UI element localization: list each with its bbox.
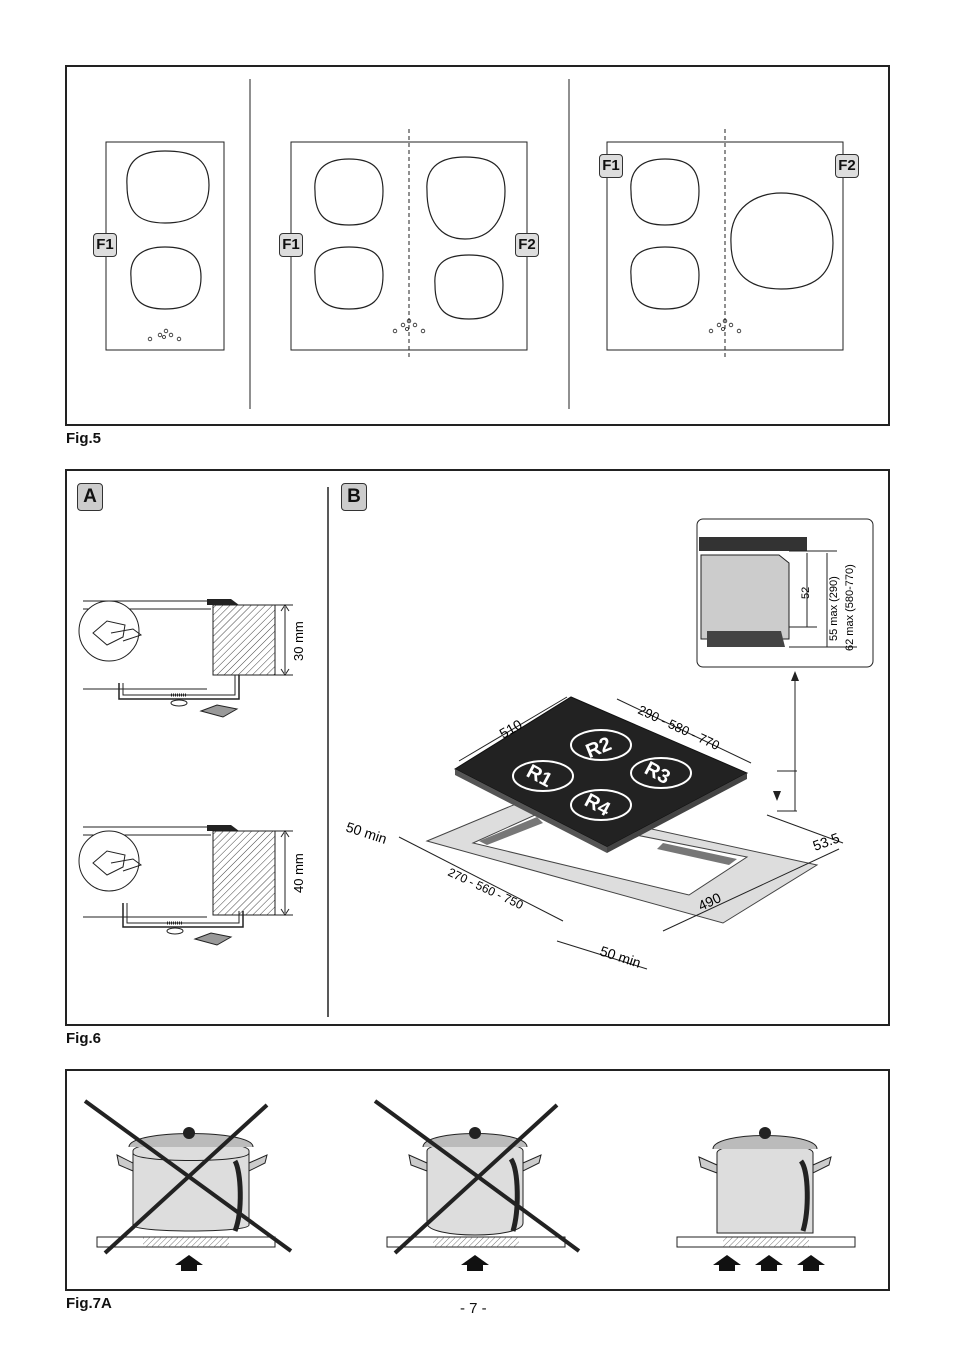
fig5-frame: F1 F1 F2 F1 F2 <box>65 65 890 426</box>
dim-cutout-width: 270 - 560 - 750 <box>446 865 526 912</box>
fig6-frame: 30 mm 40 mm <box>65 469 890 1026</box>
dim-40mm: 40 mm <box>291 853 306 893</box>
fig5-caption: Fig.5 <box>66 430 102 447</box>
panel-a-lower-detail <box>78 825 293 946</box>
f2-label-hob3: F2 <box>835 154 859 178</box>
f1-label-hob2: F1 <box>279 233 303 257</box>
hob-three-zones <box>606 129 844 357</box>
fig7a-drawing <box>83 1099 856 1271</box>
f2-label-hob2: F2 <box>515 233 539 257</box>
f1-label-hob1: F1 <box>93 233 117 257</box>
fig7a-frame <box>65 1069 890 1291</box>
detail-dim-55max: 55 max (290) <box>828 576 840 641</box>
page-number: - 7 - <box>460 1300 487 1317</box>
f1-label-hob3: F1 <box>599 154 623 178</box>
panel-b-installation <box>398 671 844 970</box>
dim-50min-front: 50 min <box>598 943 643 971</box>
pot-correct-flat <box>676 1127 856 1271</box>
dim-50min-left: 50 min <box>344 819 389 847</box>
fig6-drawing: 30 mm 40 mm <box>78 487 874 1017</box>
dim-30mm: 30 mm <box>291 621 306 661</box>
detail-dim-52: 52 <box>800 587 812 599</box>
detail-dim-62max: 62 max (580-770) <box>844 564 856 651</box>
fig7a-caption: Fig.7A <box>66 1295 112 1312</box>
pot-wrong-convex <box>373 1099 581 1271</box>
hob-two-zones <box>105 141 225 351</box>
panel-b-detail-box <box>696 518 874 668</box>
panel-a-label: A <box>77 483 103 511</box>
panel-a-upper-detail <box>78 599 293 718</box>
fig5-drawing <box>105 79 844 409</box>
pot-wrong-concave <box>83 1099 293 1271</box>
fig6-caption: Fig.6 <box>66 1030 102 1047</box>
hob-four-zones <box>290 129 528 357</box>
panel-b-label: B <box>341 483 367 511</box>
